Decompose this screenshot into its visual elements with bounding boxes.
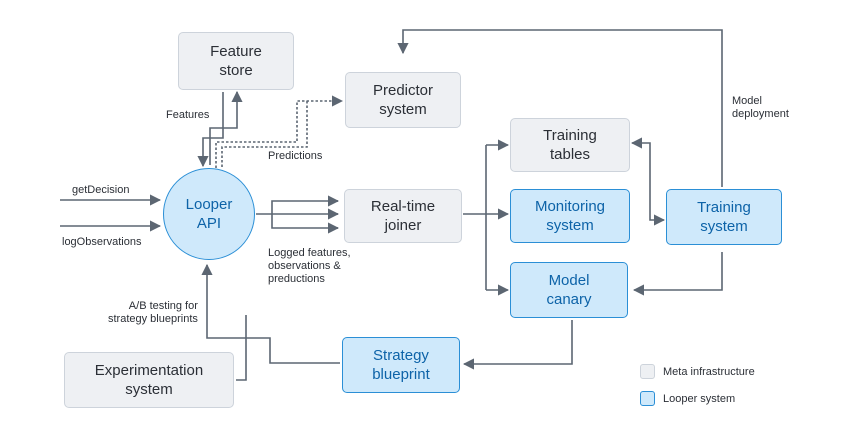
training-tables-box: Training tables — [510, 118, 630, 172]
legend-meta-swatch — [640, 364, 655, 379]
label-get-decision: getDecision — [72, 184, 130, 196]
label-ab-testing: A/B testing for strategy blueprints — [108, 300, 198, 325]
monitoring-system-box: Monitoring system — [510, 189, 630, 243]
arrow-api-to-predictor — [215, 95, 344, 168]
realtime-joiner-box: Real-time joiner — [344, 189, 462, 243]
model-canary-box: Model canary — [510, 262, 628, 318]
arrow-predictor-to-api — [221, 101, 308, 168]
label-log-observations: logObservations — [62, 236, 142, 248]
arrow-tables-training — [630, 137, 666, 226]
arrow-joiner-fanout — [463, 145, 487, 290]
training-system-box: Training system — [666, 189, 782, 245]
experimentation-system-box: Experimentation system — [64, 352, 234, 408]
legend-looper-swatch — [640, 391, 655, 406]
arrow-canary-to-blueprint — [462, 320, 573, 370]
label-predictions: Predictions — [268, 150, 323, 162]
arrow-training-to-canary — [632, 252, 723, 296]
legend-meta-label: Meta infrastructure — [663, 366, 755, 378]
arrow-blueprint-to-api — [201, 263, 340, 364]
feature-store-box: Feature store — [178, 32, 294, 90]
arrow-experimentation-to-ab — [236, 315, 247, 381]
legend-looper-label: Looper system — [663, 393, 736, 405]
looper-api-node: Looper API — [163, 168, 255, 260]
arrow-model-deployment — [397, 29, 723, 187]
arrow-feature-store-to-api — [197, 92, 224, 168]
label-logged-features: Logged features, observations & preducti… — [268, 247, 351, 285]
label-features: Features — [166, 109, 210, 121]
predictor-system-box: Predictor system — [345, 72, 461, 128]
label-model-deployment: Model deployment — [732, 95, 789, 120]
arrow-api-to-joiner — [256, 200, 338, 229]
strategy-blueprint-box: Strategy blueprint — [342, 337, 460, 393]
